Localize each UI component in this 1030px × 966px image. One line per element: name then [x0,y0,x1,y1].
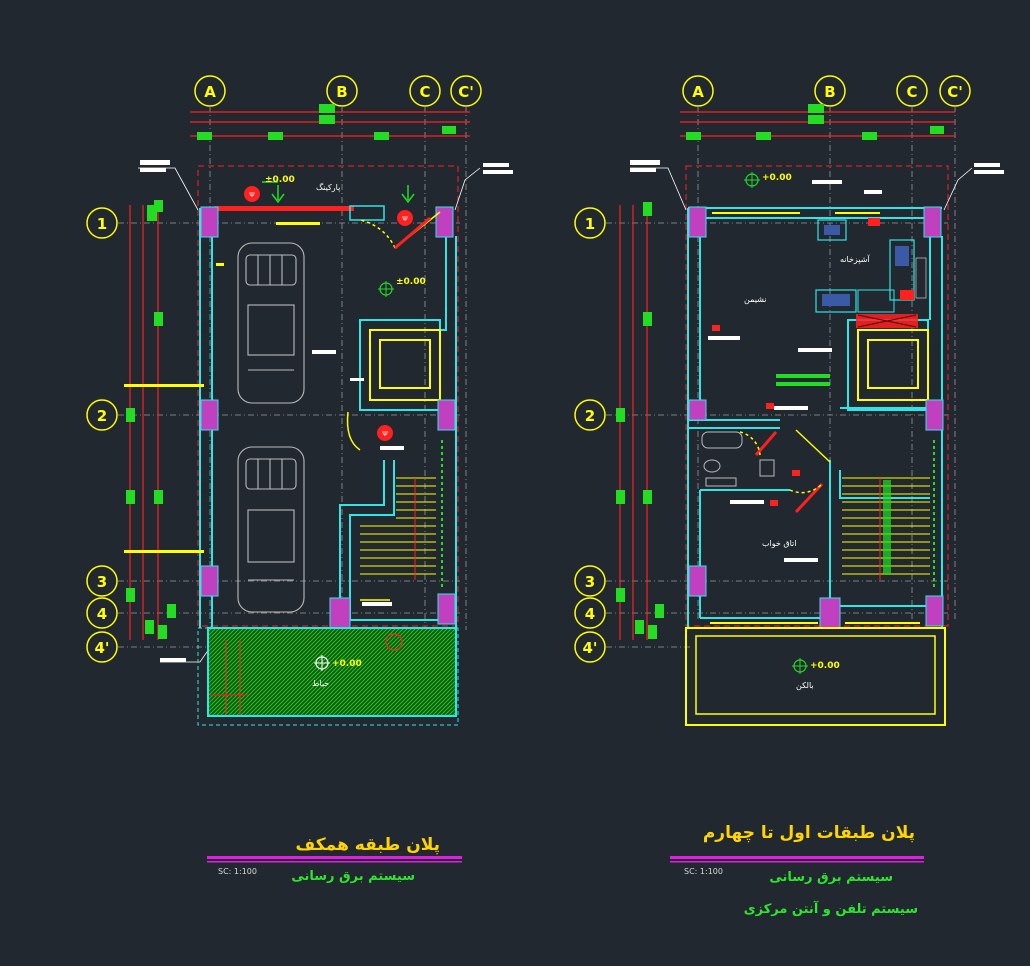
left-top-wall-stripe [214,206,354,211]
right-row-bubbles [574,207,606,663]
right-grid-2-label: 2 [585,407,595,425]
svg-text:Ψ: Ψ [249,191,255,199]
left-level-top-text: ±0.00 [265,175,295,185]
right-side-dimensions [616,202,664,640]
left-yard-dimension [210,640,248,715]
right-grid-lines [697,106,956,620]
right-red-symbols [712,218,914,506]
left-electrical-symbols: Ψ Ψ Ψ [244,186,413,441]
right-grid-3-label: 3 [585,573,595,591]
right-annotation-blobs [630,160,1004,562]
left-grid-3-label: 3 [97,573,107,591]
right-balcony-inner [695,635,936,715]
left-top-dimensions [190,104,470,140]
right-top-dimensions [680,104,955,140]
right-green-annotation-blobs [776,374,830,386]
left-level-yard-text: +0.00 [332,659,362,669]
left-level-marker-yard: +0.00 [314,655,362,671]
right-columns [688,206,944,629]
left-yard-label: حیاط [312,679,329,688]
left-title-underline-thin [207,861,462,863]
left-yard-fixture [385,633,403,651]
left-yard-boundary [197,627,459,726]
left-grid-c-prime-label: C' [458,83,474,101]
left-door-leaf [394,216,431,250]
right-title-underline-thin [670,861,924,863]
left-parking-car-2 [237,446,305,613]
left-level-mid-text: ±0.00 [396,277,426,287]
left-parking-car-1 [237,242,305,404]
left-yellow-annotation-blobs [124,222,320,553]
right-windows [710,212,920,624]
left-grid-b-label: B [336,83,347,101]
left-grid-2-label: 2 [97,407,107,425]
left-entrance-label: پارکینگ [316,182,340,192]
right-kitchen-label: آشپزخانه [840,254,870,264]
right-door-leaves [754,431,824,514]
left-yard-lawn [207,627,457,717]
right-title-underline [670,856,924,859]
right-grid-4p-label: 4' [582,639,597,657]
left-top-window [349,205,385,221]
right-door-arcs [739,429,831,494]
svg-text:Ψ: Ψ [402,215,408,223]
left-grid-1-label: 1 [97,215,107,233]
right-row-grid-lines [606,222,948,648]
right-grid-b-label: B [824,83,835,101]
left-plan-scale: SC: 1:100 [218,867,257,876]
right-plan-title: پلان طبقات اول تا چهارم [703,823,915,843]
right-level-balcony-text: +0.00 [810,661,840,671]
svg-text:Ψ: Ψ [382,430,388,438]
right-level-marker-balcony: +0.00 [792,658,840,674]
right-balcony-label: بالکن [796,681,814,690]
left-flow-arrows [262,181,415,204]
right-walls [687,207,943,629]
right-balcony-outer [685,627,946,726]
left-columns [200,206,456,629]
left-walls [199,208,457,629]
right-plan-scale: SC: 1:100 [684,867,723,876]
right-grid-c-label: C [906,83,917,101]
left-grid-lines [209,106,467,700]
left-property-line [197,165,459,627]
right-grid-1-label: 1 [585,215,595,233]
right-grid-4-label: 4 [585,605,595,623]
left-grid-4-label: 4 [97,605,107,623]
left-staircase [360,477,436,575]
right-grid-a-label: A [692,83,704,101]
right-stair-outlets [883,480,891,574]
left-plan-title: پلان طبقه همکف [296,835,440,855]
left-title-underline [207,856,462,859]
right-living-label: نشیمن [744,295,767,304]
right-property-line [685,165,949,627]
left-annotation-blobs [140,160,513,662]
left-side-dimensions [126,200,176,640]
left-row-bubbles [86,207,118,663]
left-grid-4p-label: 4' [94,639,109,657]
right-level-marker-top: +0.00 [744,172,792,188]
left-plan-subtitle: سیستم برق‌ رسانی [291,869,415,884]
left-level-marker-mid: ±0.00 [378,277,426,297]
right-kitchen-fixtures [815,219,927,328]
right-bedroom-label: اتاق خواب [762,539,796,548]
right-plan: A B C C' [574,75,1004,917]
left-grid-c-label: C [419,83,430,101]
right-leaders [630,167,973,211]
right-plan-subtitle-1: سیستم برق‌ رسانی [769,870,893,885]
right-level-top-text: +0.00 [762,173,792,183]
right-grid-c-prime-label: C' [947,83,963,101]
left-grid-a-label: A [204,83,216,101]
right-bathroom [701,431,775,487]
right-plan-subtitle-2: سیستم تلفن و آنتن مرکزی [744,900,918,917]
left-plan: A B C C' [86,75,513,884]
